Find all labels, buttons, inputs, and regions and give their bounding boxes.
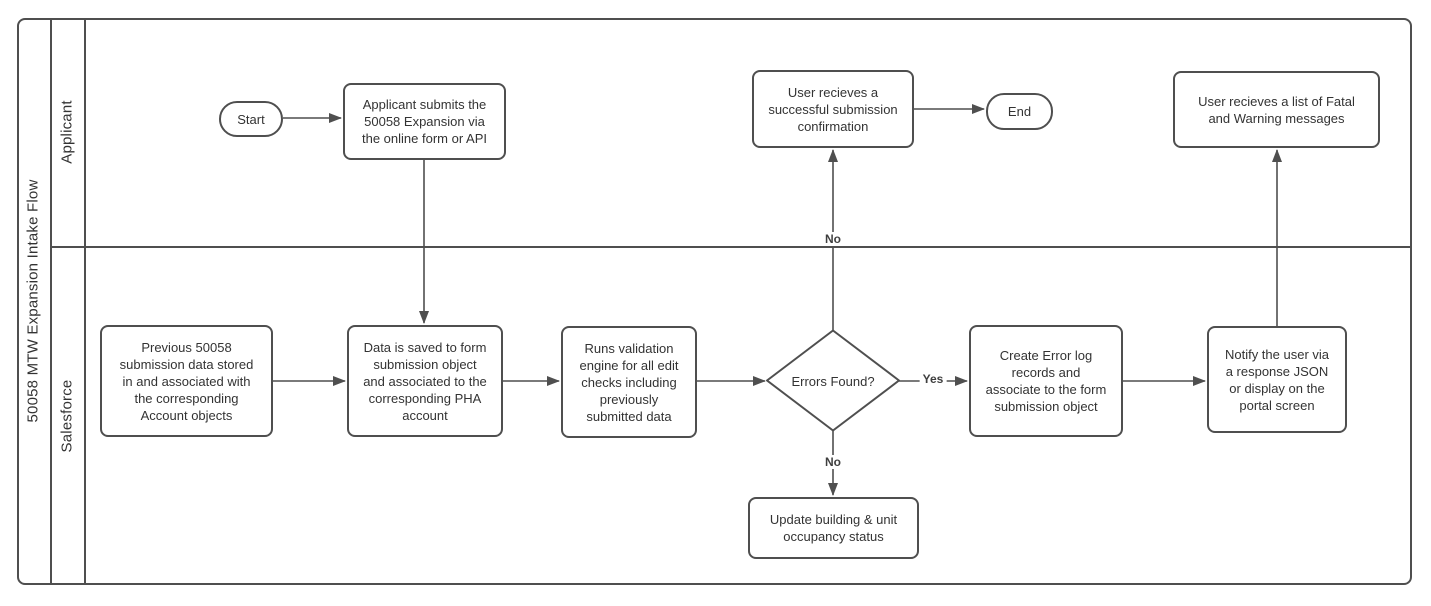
- lane-label-divider: [84, 19, 86, 584]
- node-notify-user: Notify the user via a response JSON or d…: [1207, 326, 1347, 433]
- pool-frame: [17, 18, 1412, 585]
- node-validation-engine-label: Runs validation engine for all edit chec…: [579, 340, 679, 424]
- node-applicant-submits-label: Applicant submits the 50058 Expansion vi…: [361, 97, 487, 146]
- node-previous-data: Previous 50058 submission data stored in…: [100, 325, 273, 437]
- node-update-occupancy: Update building & unit occupancy status: [748, 497, 919, 559]
- node-end: End: [986, 93, 1053, 130]
- node-notify-user-label: Notify the user via a response JSON or d…: [1224, 346, 1330, 413]
- node-fatal-warning-list-label: User recieves a list of Fatal and Warnin…: [1198, 93, 1355, 126]
- lane-divider: [50, 246, 1411, 248]
- node-create-error-log-label: Create Error log records and associate t…: [985, 348, 1107, 414]
- node-success-confirmation: User recieves a successful submission co…: [752, 70, 914, 148]
- node-start: Start: [219, 101, 283, 137]
- node-success-confirmation-label: User recieves a successful submission co…: [768, 84, 898, 134]
- node-errors-found-label: Errors Found?: [791, 373, 875, 389]
- edge-label-no-down: No: [822, 455, 844, 469]
- node-fatal-warning-list: User recieves a list of Fatal and Warnin…: [1173, 71, 1380, 148]
- node-create-error-log: Create Error log records and associate t…: [969, 325, 1123, 437]
- edge-label-no-up: No: [822, 232, 844, 246]
- decision-errors-found-shape: [766, 329, 900, 432]
- node-validation-engine: Runs validation engine for all edit chec…: [561, 326, 697, 438]
- node-data-saved: Data is saved to form submission object …: [347, 325, 503, 437]
- node-data-saved-label: Data is saved to form submission object …: [363, 339, 487, 423]
- node-start-label: Start: [237, 111, 265, 127]
- node-update-occupancy-label: Update building & unit occupancy status: [769, 512, 898, 544]
- pool-title-divider: [50, 19, 52, 584]
- edge-label-yes: Yes: [919, 372, 947, 386]
- node-previous-data-label: Previous 50058 submission data stored in…: [119, 339, 254, 423]
- node-end-label: End: [1007, 104, 1032, 119]
- node-applicant-submits: Applicant submits the 50058 Expansion vi…: [343, 83, 506, 160]
